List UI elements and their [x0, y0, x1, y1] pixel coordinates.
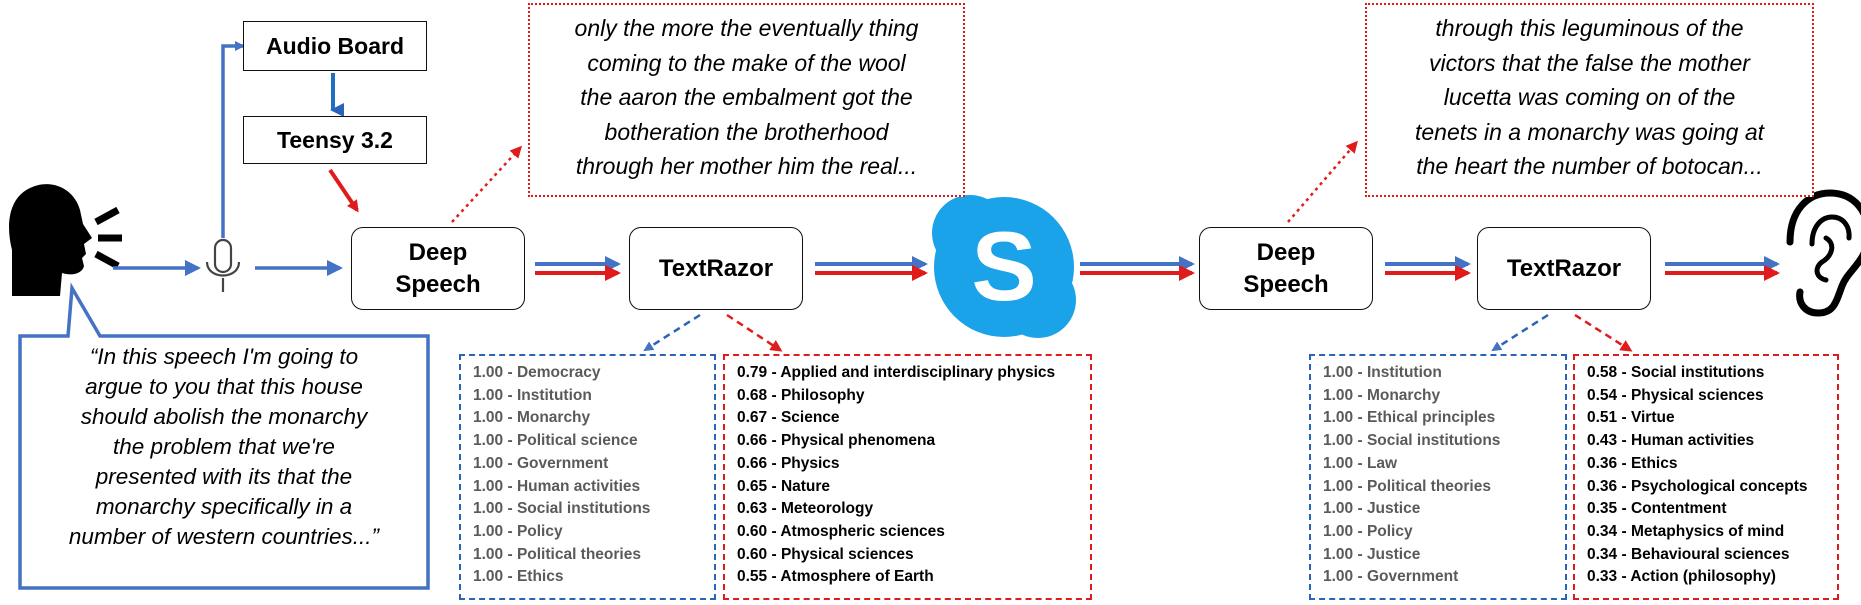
keyword-item: 1.00 - Political theories [473, 545, 641, 563]
quote-line: should abolish the monarchy [80, 404, 368, 429]
keyword-item: 1.00 - Ethical principles [1323, 409, 1496, 427]
quote-line: the problem that we're [113, 434, 335, 459]
transcript-box-right: through this leguminous of the victors t… [1365, 3, 1814, 197]
quote-line: “In this speech I'm going to [89, 344, 359, 369]
keyword-item: 0.66 - Physical phenomena [737, 432, 936, 450]
transcript-line: victors that the false the mother [1429, 49, 1750, 76]
keyword-item: 0.54 - Physical sciences [1587, 386, 1764, 404]
keyword-item: 1.00 - Law [1323, 454, 1398, 472]
ear-icon [1786, 189, 1861, 317]
keyword-item: 0.66 - Physics [737, 454, 840, 472]
arrow-mic-to-audioboard [221, 41, 245, 238]
transcript-line: botheration the brotherhood [604, 118, 889, 145]
double-arrow-deepspeech-to-textrazor [535, 256, 621, 281]
transcript-line: lucetta was coming on of the [1443, 84, 1736, 110]
arrow-deepspeech-to-transcript-left [451, 145, 523, 223]
deepspeech-label-line2: Speech [1243, 270, 1329, 298]
speaker-quote: “In this speech I'm going to argue to yo… [26, 342, 422, 552]
textrazor-box-left: TextRazor [629, 227, 803, 310]
svg-text:S: S [971, 211, 1036, 321]
microphone-icon [205, 238, 241, 292]
transcript-line: coming to the make of the wool [587, 49, 906, 76]
keyword-item: 1.00 - Human activities [473, 477, 641, 495]
keyword-item: 0.36 - Psychological concepts [1587, 477, 1808, 495]
transcript-line: the aaron the embalment got the [580, 84, 913, 110]
transcript-line: through this leguminous of the [1435, 15, 1744, 41]
textrazor-label-left: TextRazor [658, 254, 774, 282]
keyword-item: 0.51 - Virtue [1587, 409, 1675, 427]
keyword-item: 0.33 - Action (philosophy) [1587, 568, 1776, 586]
keywords-blue-left: 1.00 - Democracy 1.00 - Institution 1.00… [459, 354, 716, 600]
keyword-item: 0.55 - Atmosphere of Earth [737, 568, 934, 586]
keywords-red-right: 0.58 - Social institutions 0.54 - Physic… [1573, 354, 1839, 600]
keyword-item: 0.67 - Science [737, 409, 840, 427]
keyword-item: 0.65 - Nature [737, 477, 831, 495]
keywords-red-left: 0.79 - Applied and interdisciplinary phy… [723, 354, 1092, 600]
keyword-item: 1.00 - Government [1323, 568, 1459, 586]
quote-line: number of western countries...” [68, 524, 380, 549]
keyword-item: 1.00 - Institution [473, 386, 592, 404]
keyword-item: 1.00 - Justice [1323, 545, 1421, 563]
deepspeech-box-right: Deep Speech [1199, 227, 1373, 310]
double-arrow-deepspeech-to-textrazor-right [1385, 256, 1471, 281]
keyword-item: 0.43 - Human activities [1587, 432, 1755, 450]
textrazor-label-right: TextRazor [1506, 254, 1622, 282]
quote-line: argue to you that this house [85, 374, 363, 399]
arrow-deepspeech-to-transcript-right [1287, 140, 1358, 223]
speaking-head-icon [9, 184, 122, 296]
keyword-item: 0.60 - Physical sciences [737, 545, 914, 563]
keyword-item: 1.00 - Policy [1323, 522, 1413, 540]
arrow-textrazor-to-red-keywords-right [1574, 313, 1633, 352]
keyword-item: 0.63 - Meteorology [737, 500, 874, 518]
keyword-item: 1.00 - Political theories [1323, 477, 1491, 495]
keyword-item: 0.36 - Ethics [1587, 454, 1678, 472]
keyword-item: 1.00 - Monarchy [1323, 386, 1441, 404]
textrazor-box-right: TextRazor [1477, 227, 1651, 310]
keyword-item: 1.00 - Institution [1323, 364, 1442, 381]
speech-bubble [18, 282, 430, 590]
keyword-item: 1.00 - Political science [473, 432, 638, 450]
deepspeech-label-line1: Deep [1256, 238, 1316, 266]
quote-line: monarchy specifically in a [95, 494, 353, 519]
keyword-item: 0.79 - Applied and interdisciplinary phy… [737, 364, 1056, 381]
arrow-textrazor-to-blue-keywords-left [643, 313, 701, 352]
keyword-item: 1.00 - Justice [1323, 500, 1421, 518]
skype-logo-icon: S [932, 195, 1076, 338]
quote-line: presented with its that the [95, 464, 353, 489]
deepspeech-label-line1: Deep [408, 238, 468, 266]
transcript-line: the heart the number of botocan... [1416, 153, 1763, 179]
keyword-item: 1.00 - Social institutions [473, 500, 651, 518]
double-arrow-textrazor-to-ear [1665, 256, 1780, 281]
keyword-item: 1.00 - Policy [473, 522, 563, 540]
transcript-line: only the more the eventually thing [574, 15, 919, 41]
keyword-item: 0.58 - Social institutions [1587, 364, 1765, 381]
keyword-item: 0.60 - Atmospheric sciences [737, 522, 945, 540]
double-arrow-textrazor-to-skype [815, 256, 928, 281]
teensy-box: Teensy 3.2 [243, 116, 427, 164]
transcript-line: through her mother him the real... [575, 153, 918, 179]
keyword-item: 1.00 - Government [473, 454, 609, 472]
keyword-item: 0.34 - Behavioural sciences [1587, 545, 1790, 563]
keyword-item: 0.34 - Metaphysics of mind [1587, 522, 1785, 540]
arrow-teensy-to-deepspeech [328, 168, 359, 213]
deepspeech-box-left: Deep Speech [351, 227, 525, 310]
keyword-item: 1.00 - Ethics [473, 568, 564, 586]
deepspeech-label-line2: Speech [395, 270, 481, 298]
keyword-item: 1.00 - Democracy [473, 364, 601, 381]
audio-board-box: Audio Board [243, 21, 427, 71]
keyword-item: 1.00 - Social institutions [1323, 432, 1501, 450]
teensy-label: Teensy 3.2 [277, 126, 393, 153]
keywords-blue-right: 1.00 - Institution 1.00 - Monarchy 1.00 … [1309, 354, 1567, 600]
transcript-box-left: only the more the eventually thing comin… [528, 3, 965, 197]
arrow-textrazor-to-red-keywords-left [726, 313, 783, 352]
double-arrow-skype-to-deepspeech [1080, 256, 1195, 281]
audio-board-label: Audio Board [266, 32, 404, 59]
keyword-item: 0.68 - Philosophy [737, 386, 865, 404]
arrow-textrazor-to-blue-keywords-right [1491, 313, 1549, 352]
transcript-line: tenets in a monarchy was going at [1414, 118, 1765, 145]
keyword-item: 1.00 - Monarchy [473, 409, 591, 427]
keyword-item: 0.35 - Contentment [1587, 500, 1727, 518]
